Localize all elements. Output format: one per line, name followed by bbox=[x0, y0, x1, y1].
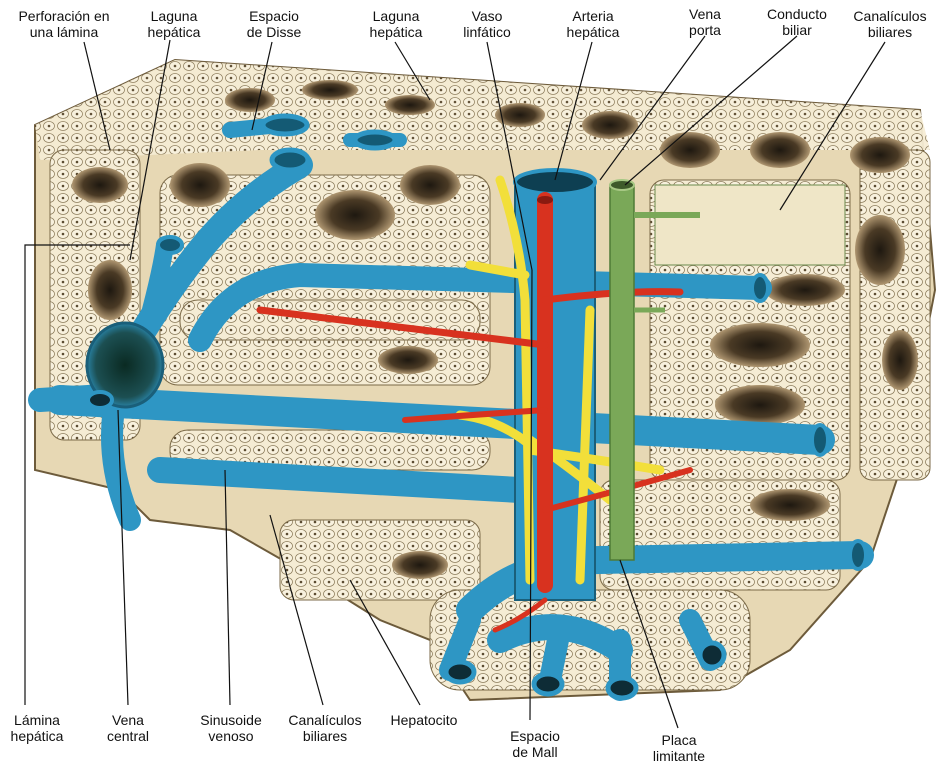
artery-opening bbox=[537, 196, 553, 204]
label-hepatocito: Hepatocito bbox=[382, 712, 466, 728]
